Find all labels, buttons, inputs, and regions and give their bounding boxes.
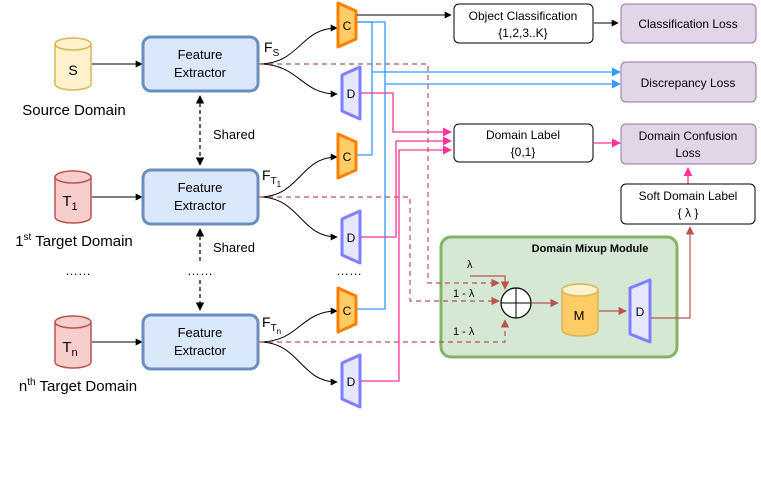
ft1-to-mixup-dashed — [259, 196, 500, 306]
middle-ellipsis: …… — [187, 263, 213, 278]
fs-main: F — [264, 39, 273, 55]
classification-loss-box: Classification Loss — [620, 3, 757, 44]
target1-domain-db: T1 — [54, 170, 92, 224]
mixup-one-minus-lambda-2: 1 - λ — [453, 326, 475, 338]
mixup-to-soft-label — [651, 226, 695, 319]
mixup-lambda-label: λ — [467, 259, 473, 271]
object-classification-label: Object Classification — [469, 9, 578, 23]
domain-label-title: Domain Label — [486, 128, 560, 142]
extractor-target1-line1: Feature — [178, 180, 223, 195]
svg-text:FT1: FT1 — [262, 167, 282, 189]
discrepancy-loss-label: Discrepancy Loss — [641, 76, 736, 90]
target1-db-main: T — [62, 193, 71, 210]
target1-caption-pre: 1 — [15, 233, 23, 250]
extractor-targetn-line2: Extractor — [174, 343, 227, 358]
classifier-target1-label: C — [343, 150, 352, 164]
mixup-one-minus-lambda-1: 1 - λ — [453, 288, 475, 300]
discriminator-targetn: D — [340, 353, 362, 409]
mixup-discriminator-label: D — [636, 305, 645, 319]
svg-text:Tn: Tn — [62, 339, 77, 359]
mixup-combiner — [500, 287, 532, 319]
left-ellipsis: …… — [65, 263, 91, 278]
fs-to-mixup-dashed — [259, 63, 500, 288]
extractor-source-line1: Feature — [178, 47, 223, 62]
ft1-main: F — [262, 167, 271, 183]
object-classification-set: {1,2,3..K} — [498, 26, 547, 40]
feature-extractor-target1: Feature Extractor — [141, 168, 260, 226]
ft1-sub: T — [271, 176, 277, 187]
classifier-targetn: C — [336, 286, 358, 334]
classifier-source: C — [336, 1, 358, 49]
source-db-label: S — [68, 62, 77, 78]
ftn-sub: T — [271, 323, 277, 334]
object-classification-box: Object Classification {1,2,3..K} — [453, 3, 594, 44]
svg-text:nth Target Domain: nth Target Domain — [19, 377, 137, 395]
discriminator-targetn-label: D — [347, 375, 356, 389]
discriminator-source-label: D — [347, 87, 356, 101]
target1-db-sub: 1 — [72, 201, 78, 213]
ftn-main: F — [262, 314, 271, 330]
ftn-to-mixup-dashed — [259, 319, 510, 343]
feature-extractor-source: Feature Extractor — [141, 35, 260, 93]
mixup-memory-label: M — [574, 308, 585, 323]
domain-label-connections — [361, 92, 693, 382]
classifier-targetn-label: C — [343, 304, 352, 318]
source-domain-caption: Source Domain — [22, 102, 125, 119]
targetn-domain-db: Tn — [54, 315, 92, 369]
classifier-target1: C — [336, 132, 358, 180]
discrepancy-loss-box: Discrepancy Loss — [620, 61, 757, 103]
soft-domain-label-title: Soft Domain Label — [639, 189, 738, 203]
domain-label-box: Domain Label {0,1} — [453, 123, 594, 163]
source-domain-db: S — [54, 37, 92, 91]
domain-confusion-loss-box: Domain Confusion Loss — [620, 123, 757, 165]
ft1-subsub: 1 — [277, 180, 282, 189]
soft-domain-label-set: { λ } — [678, 206, 699, 220]
classification-loss-label: Classification Loss — [638, 17, 737, 31]
mixup-memory-db: M — [561, 283, 599, 337]
classifier-source-label: C — [343, 19, 352, 33]
domain-confusion-loss-line2: Loss — [675, 146, 700, 160]
shared-label-1: Shared — [213, 127, 255, 142]
heads-ellipsis: …… — [336, 263, 362, 278]
extractor-target1-line2: Extractor — [174, 198, 227, 213]
discrepancy-connections — [357, 21, 621, 310]
svg-text:1st Target Domain: 1st Target Domain — [15, 232, 133, 250]
extractor-targetn-line1: Feature — [178, 325, 223, 340]
discriminator-source: D — [340, 65, 362, 121]
soft-domain-label-box: Soft Domain Label { λ } — [620, 183, 756, 225]
targetn-db-sub: n — [72, 347, 78, 359]
target1-caption-sup: st — [24, 232, 32, 243]
mixup-module-title: Domain Mixup Module — [532, 243, 649, 255]
svg-text:T1: T1 — [62, 193, 77, 213]
ftn-subsub: n — [277, 327, 281, 336]
targetn-caption-pre: n — [19, 378, 27, 395]
svg-text:FTn: FTn — [262, 314, 281, 336]
svg-text:FS: FS — [264, 39, 280, 59]
extractor-source-line2: Extractor — [174, 65, 227, 80]
shared-label-2: Shared — [213, 240, 255, 255]
discriminator-target1: D — [340, 209, 362, 265]
mixup-module-box — [439, 235, 679, 359]
domain-label-set: {0,1} — [511, 145, 536, 159]
targetn-db-main: T — [62, 339, 71, 356]
discriminator-target1-label: D — [347, 231, 356, 245]
domain-confusion-loss-line1: Domain Confusion — [639, 129, 738, 143]
mixup-discriminator: D — [628, 278, 652, 344]
feature-extractor-targetn: Feature Extractor — [141, 313, 260, 371]
targetn-caption-post: Target Domain — [36, 378, 137, 395]
target1-caption-post: Target Domain — [31, 233, 132, 250]
fs-sub: S — [273, 48, 280, 59]
targetn-caption-sup: th — [27, 377, 35, 388]
